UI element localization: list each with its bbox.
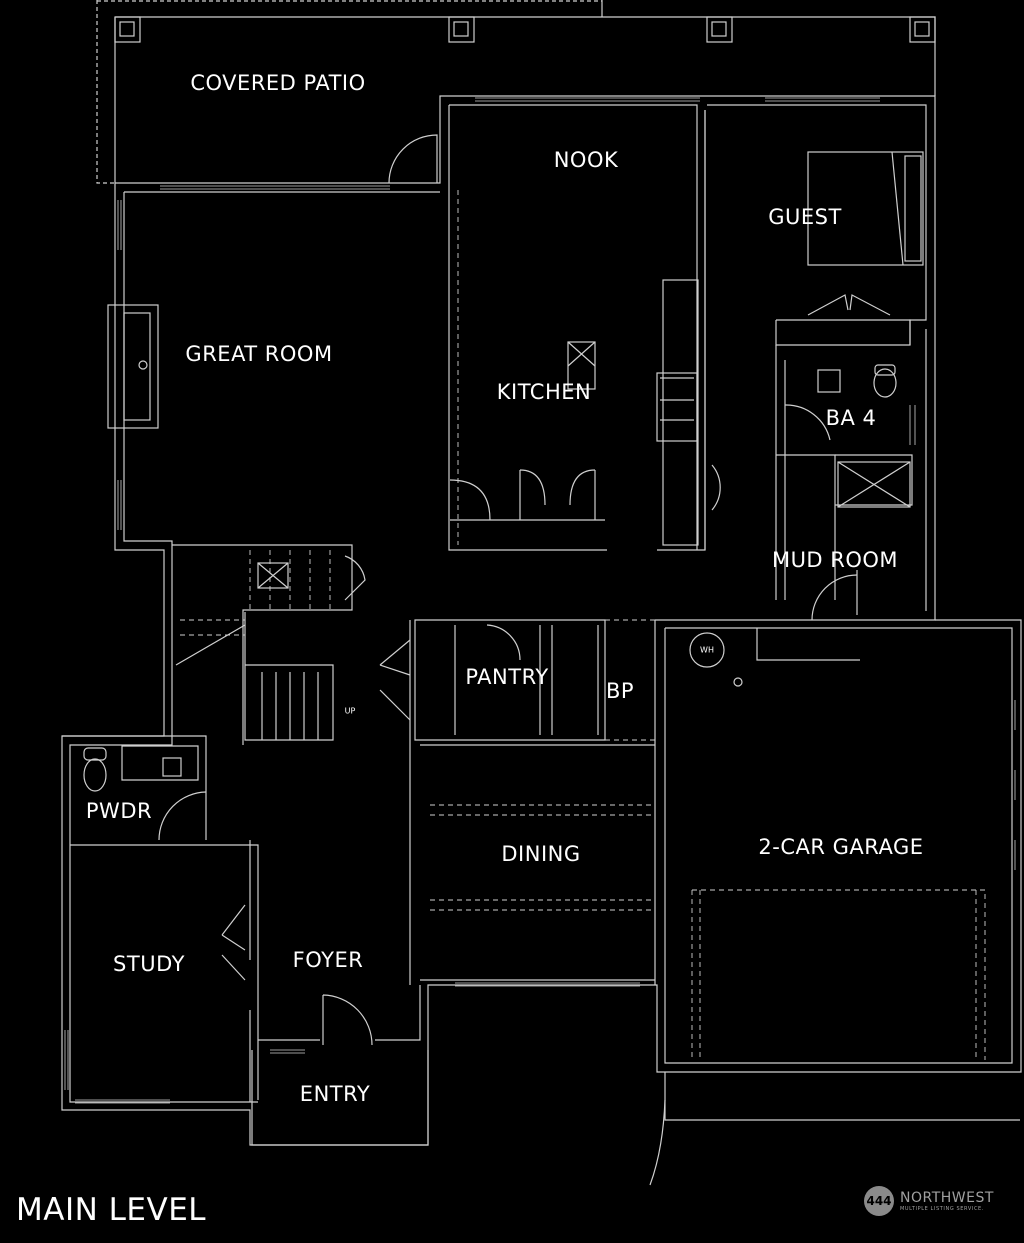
room-label-foyer: FOYER <box>292 948 364 972</box>
room-label-nook: NOOK <box>553 148 619 172</box>
dashed-lines <box>180 190 986 1060</box>
entry-outline <box>251 1050 1020 1146</box>
room-label-great-room: GREAT ROOM <box>185 342 333 366</box>
nwmls-logo-icon: 444 <box>864 1186 894 1216</box>
ba4-fixtures <box>817 364 911 508</box>
room-label-bp: BP <box>605 679 635 703</box>
water-heater-label: WH <box>700 645 714 655</box>
pwdr-fixtures <box>83 747 182 792</box>
brand-text: NORTHWEST MULTIPLE LISTING SERVICE. <box>900 1191 994 1212</box>
exterior-walls <box>61 95 1022 1146</box>
room-label-entry: ENTRY <box>299 1082 371 1106</box>
room-label-pwdr: PWDR <box>85 799 153 823</box>
room-label-ba4: BA 4 <box>825 406 877 430</box>
level-title: MAIN LEVEL <box>16 1192 207 1228</box>
brand-watermark: 444 NORTHWEST MULTIPLE LISTING SERVICE. <box>864 1186 994 1216</box>
windows <box>64 97 1016 1104</box>
room-label-mud-room: MUD ROOM <box>771 548 899 572</box>
closet-doors <box>221 294 891 981</box>
kitchen-fixtures <box>449 279 699 546</box>
brand-subtitle: MULTIPLE LISTING SERVICE. <box>900 1205 984 1212</box>
brand-name: NORTHWEST <box>900 1189 994 1206</box>
covered-patio-outline <box>96 0 936 184</box>
room-label-study: STUDY <box>113 952 185 976</box>
stairs <box>175 562 319 740</box>
room-label-garage: 2-CAR GARAGE <box>758 835 924 859</box>
interior-walls <box>62 105 913 1102</box>
room-label-covered-patio: COVERED PATIO <box>190 71 366 95</box>
door-swings <box>158 134 858 1186</box>
guest-bed <box>807 151 924 266</box>
fireplace <box>107 304 159 429</box>
room-label-kitchen: KITCHEN <box>496 380 592 404</box>
water-heater <box>689 628 860 687</box>
stairs-up-label: UP <box>344 706 356 716</box>
room-label-dining: DINING <box>501 842 581 866</box>
room-label-guest: GUEST <box>768 205 842 229</box>
room-label-pantry: PANTRY <box>465 665 549 689</box>
